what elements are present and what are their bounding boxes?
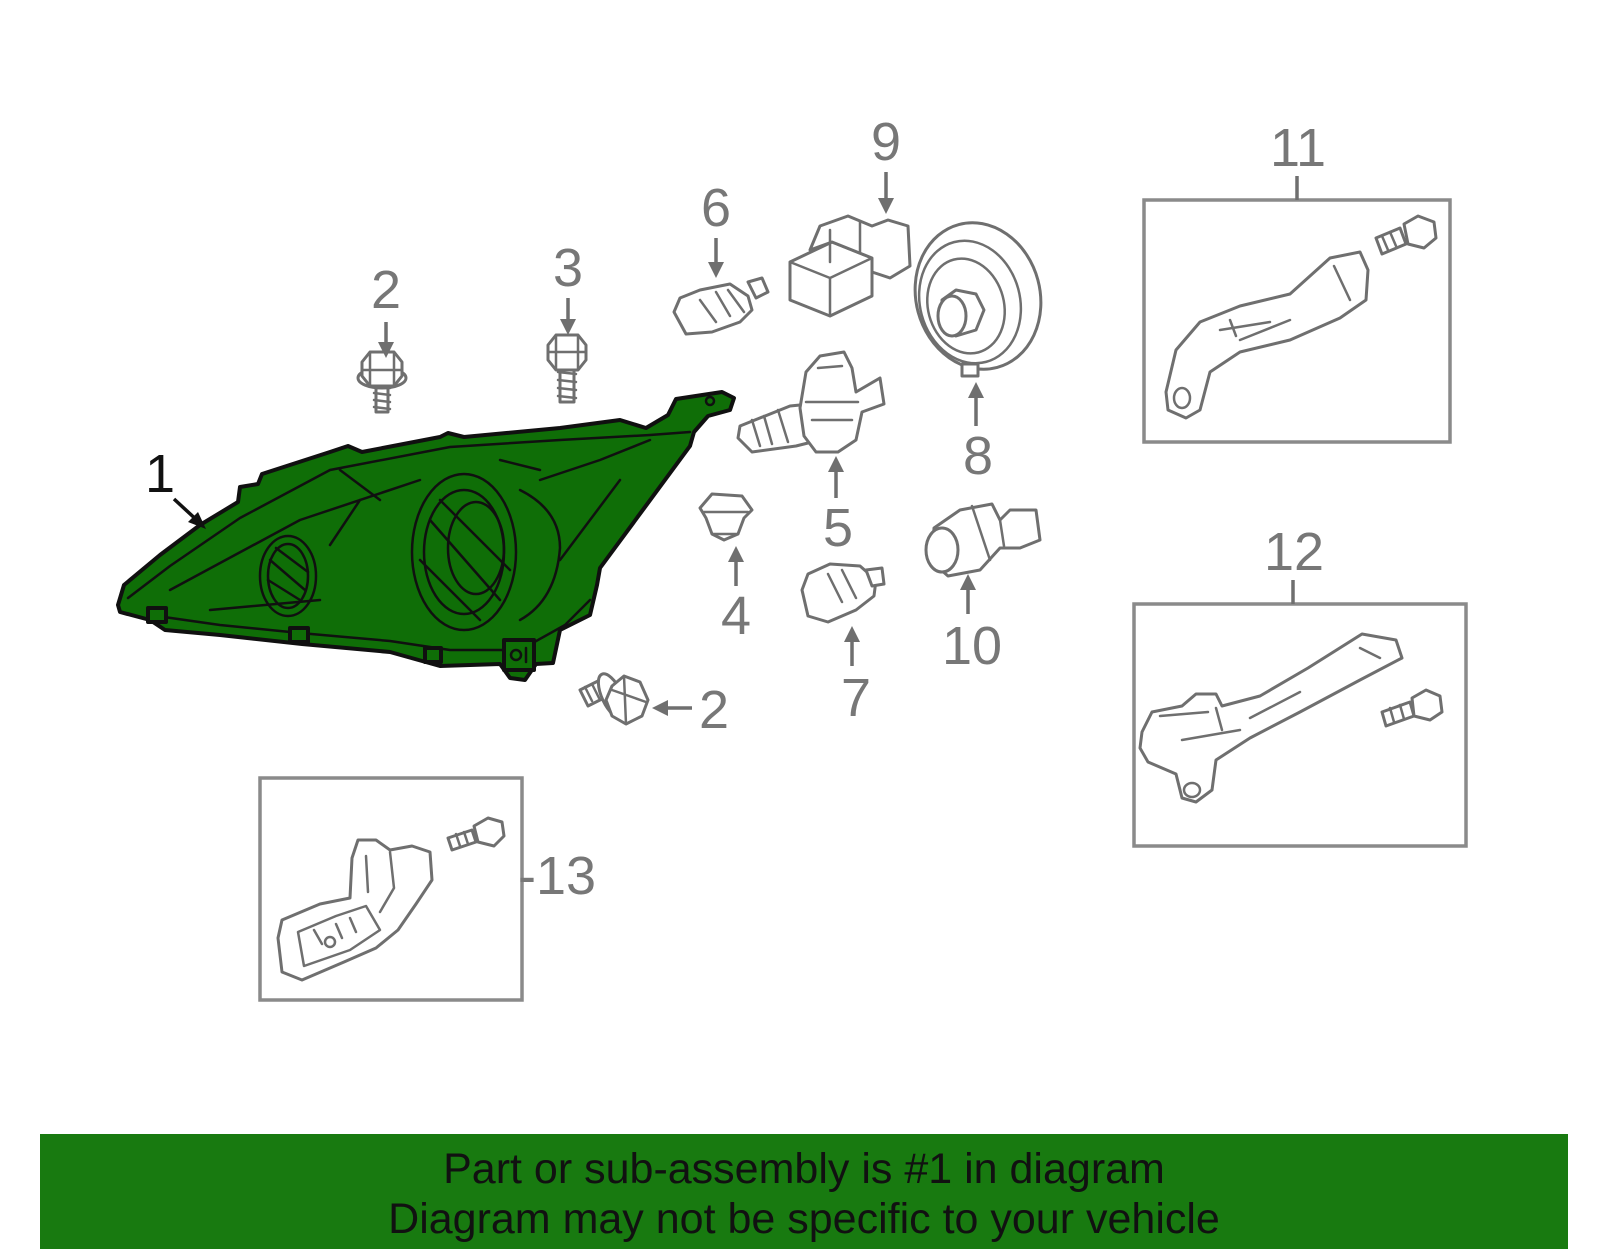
bracket-box-part-13 (258, 776, 524, 1002)
bracket-box-part-12 (1132, 602, 1468, 848)
callout-7: 7 (841, 668, 871, 728)
callout-5: 5 (823, 498, 853, 558)
banner-line-2: Diagram may not be specific to your vehi… (388, 1195, 1220, 1243)
callout-2-lower: 2 (699, 680, 729, 740)
callout-2-upper: 2 (371, 260, 401, 320)
callout-9: 9 (871, 112, 901, 172)
bracket-box-part-11 (1142, 198, 1452, 444)
callout-8: 8 (963, 426, 993, 486)
callout-12: 12 (1264, 522, 1324, 582)
callout-11: 11 (1270, 118, 1326, 178)
callout-4: 4 (721, 586, 751, 646)
connector-part-9 (788, 214, 912, 318)
bulb-part-5 (736, 350, 886, 454)
info-banner: Part or sub-assembly is #1 in diagram Di… (40, 1134, 1568, 1249)
bolt-part-2-upper (356, 350, 408, 414)
banner-line-1: Part or sub-assembly is #1 in diagram (443, 1145, 1165, 1193)
headlamp-assembly-part-1[interactable] (116, 390, 736, 682)
clip-part-4 (698, 492, 754, 542)
bolt-part-2-lower (578, 672, 650, 726)
callout-10: 10 (942, 616, 1002, 676)
bulb-part-6 (672, 276, 770, 336)
callout-1: 1 (145, 444, 175, 504)
callout-3: 3 (553, 238, 583, 298)
socket-part-8 (913, 221, 1043, 378)
leader-lines (172, 172, 1299, 716)
socket-part-10 (924, 502, 1042, 578)
bolt-part-3 (546, 333, 588, 404)
callout-6: 6 (701, 178, 731, 238)
callout-13: -13 (518, 846, 596, 906)
bulb-part-7 (800, 562, 886, 624)
